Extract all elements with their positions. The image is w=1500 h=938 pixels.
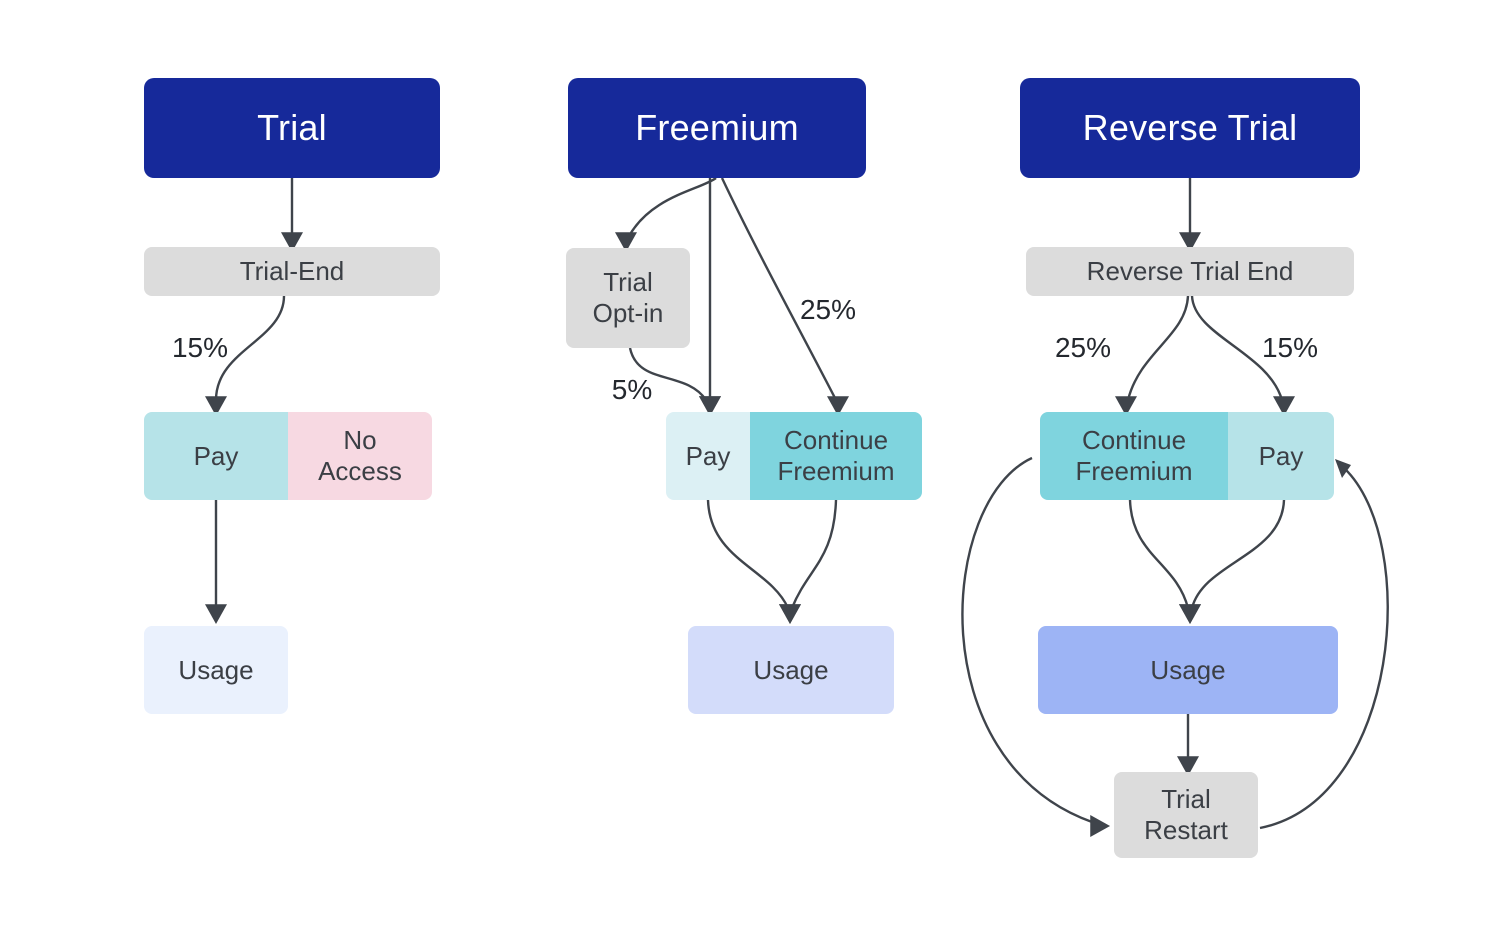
node-reverse-trial-pay: Pay xyxy=(1228,412,1334,500)
node-trial-trial-end: Trial-End xyxy=(144,247,440,296)
edge-trial-opt-in-to-pay xyxy=(628,347,707,401)
edge-pay-to-usage xyxy=(1190,499,1286,609)
column-header-freemium: Freemium xyxy=(568,78,866,178)
edge-label-freemium-5pct: 5% xyxy=(611,374,653,405)
edge-end-to-continue xyxy=(1126,295,1190,401)
arrowhead-icon xyxy=(1090,815,1111,837)
arrowhead-icon xyxy=(1179,232,1201,253)
node-trial-pay: Pay xyxy=(144,412,288,500)
edge-label-freemium-25pct: 25% xyxy=(799,294,857,325)
edge-continue-to-usage xyxy=(1128,499,1190,609)
edge-pay-to-usage xyxy=(706,499,790,609)
edge-label-trial-15pct: 15% xyxy=(171,332,229,363)
edge-trial-restart-to-pay xyxy=(1259,467,1389,830)
arrowhead-icon xyxy=(205,604,227,625)
node-freemium-pay: Pay xyxy=(666,412,750,500)
node-reverse-trial-trial-restart: Trial Restart xyxy=(1114,772,1258,858)
edge-trial-end-to-pay xyxy=(214,295,286,401)
node-reverse-trial-usage: Usage xyxy=(1038,626,1338,714)
node-reverse-trial-reverse-trial-end: Reverse Trial End xyxy=(1026,247,1354,296)
edge-freemium-to-trial-opt-in xyxy=(626,177,717,239)
arrowhead-icon xyxy=(205,396,227,417)
arrowhead-icon xyxy=(1177,756,1199,777)
edge-continue-to-trial-restart xyxy=(961,456,1093,824)
arrowhead-icon xyxy=(1179,604,1201,625)
node-trial-no-access: No Access xyxy=(288,412,432,500)
arrowhead-icon xyxy=(615,232,637,253)
arrowhead-icon xyxy=(281,232,303,253)
node-freemium-continue-freemium: Continue Freemium xyxy=(750,412,922,500)
column-header-trial: Trial xyxy=(144,78,440,178)
edge-continue-to-usage xyxy=(790,499,838,609)
column-header-reverse-trial: Reverse Trial xyxy=(1020,78,1360,178)
edge-end-to-pay xyxy=(1190,295,1284,401)
arrowhead-icon xyxy=(779,604,801,625)
node-reverse-trial-continue-freemium: Continue Freemium xyxy=(1040,412,1228,500)
node-freemium-trial-opt-in: Trial Opt-in xyxy=(566,248,690,348)
arrowhead-icon xyxy=(827,396,849,417)
arrowhead-icon xyxy=(1335,459,1351,478)
arrowhead-icon xyxy=(1273,396,1295,417)
edge-label-reverse-trial-25pct: 25% xyxy=(1054,332,1112,363)
edge-label-reverse-trial-15pct: 15% xyxy=(1261,332,1319,363)
arrowhead-icon xyxy=(699,396,721,417)
node-trial-usage: Usage xyxy=(144,626,288,714)
node-freemium-usage: Usage xyxy=(688,626,894,714)
edge-freemium-to-continue xyxy=(720,177,838,401)
arrowhead-icon xyxy=(1115,396,1137,417)
